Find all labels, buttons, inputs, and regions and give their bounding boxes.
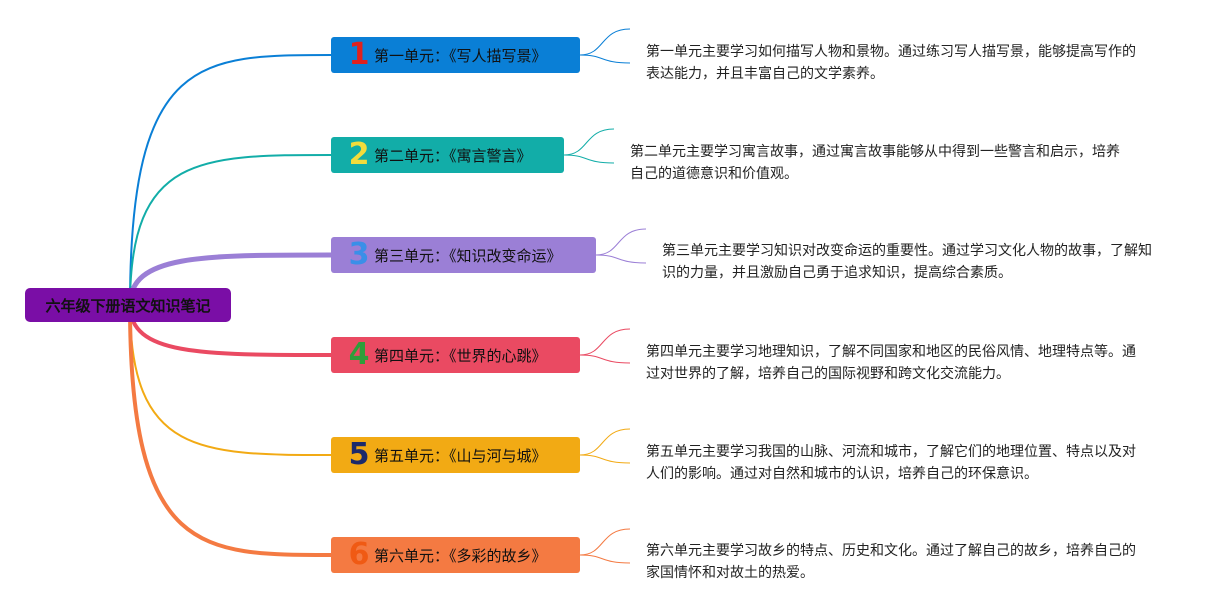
desc-line: 家国情怀和对故土的热爱。: [646, 565, 814, 581]
unit-3-description[interactable]: 第三单元主要学习知识对改变命运的重要性。通过学习文化人物的故事，了解知 识的力量…: [662, 240, 1152, 284]
unit-label: 第六单元：《多彩的故乡》: [374, 546, 547, 565]
branch-unit-6[interactable]: 6 第六单元：《多彩的故乡》: [331, 537, 580, 573]
desc-line: 第二单元主要学习寓言故事，通过寓言故事能够从中得到一些警言和启示，培养: [630, 144, 1120, 160]
description-connector: [579, 54, 631, 64]
unit-label: 第四单元：《世界的心跳》: [374, 346, 547, 365]
desc-line: 人们的影响。通过对自然和城市的认识，培养自己的环保意识。: [646, 466, 1038, 482]
unit-label: 第一单元：《写人描写景》: [374, 46, 547, 65]
unit-number: 4: [348, 337, 370, 372]
desc-line: 第三单元主要学习知识对改变命运的重要性。通过学习文化人物的故事，了解知: [662, 243, 1152, 259]
unit-6-description[interactable]: 第六单元主要学习故乡的特点、历史和文化。通过了解自己的故乡，培养自己的 家国情怀…: [646, 540, 1136, 584]
unit-1-description[interactable]: 第一单元主要学习如何描写人物和景物。通过练习写人描写景，能够提高写作的 表达能力…: [646, 41, 1136, 85]
description-connector: [579, 28, 631, 56]
description-connector: [563, 154, 615, 164]
desc-line: 第六单元主要学习故乡的特点、历史和文化。通过了解自己的故乡，培养自己的: [646, 543, 1136, 559]
unit-number: 6: [348, 537, 370, 572]
branch-connector: [129, 154, 332, 306]
branch-unit-2[interactable]: 2 第二单元：《寓言警言》: [331, 137, 564, 173]
desc-line: 自己的道德意识和价值观。: [630, 166, 798, 182]
desc-line: 第一单元主要学习如何描写人物和景物。通过练习写人描写景，能够提高写作的: [646, 44, 1136, 60]
unit-label: 第二单元：《寓言警言》: [374, 146, 532, 165]
description-connector: [563, 128, 615, 156]
description-connector: [579, 428, 631, 456]
desc-line: 第五单元主要学习我国的山脉、河流和城市，了解它们的地理位置、特点以及对: [646, 444, 1136, 460]
description-connector: [579, 528, 631, 556]
root-title: 六年级下册语文知识笔记: [45, 296, 211, 315]
unit-number: 3: [348, 237, 370, 272]
branch-connector: [128, 304, 332, 557]
description-connector: [595, 228, 647, 256]
desc-line: 表达能力，并且丰富自己的文学素养。: [646, 66, 884, 82]
branch-unit-1[interactable]: 1 第一单元：《写人描写景》: [331, 37, 580, 73]
unit-number: 1: [348, 37, 370, 72]
desc-line: 识的力量，并且激励自己勇于追求知识，提高综合素质。: [662, 265, 1012, 281]
unit-label: 第三单元：《知识改变命运》: [374, 246, 562, 265]
branch-unit-3[interactable]: 3 第三单元：《知识改变命运》: [331, 237, 596, 273]
unit-5-description[interactable]: 第五单元主要学习我国的山脉、河流和城市，了解它们的地理位置、特点以及对 人们的影…: [646, 441, 1136, 485]
description-connector: [579, 454, 631, 464]
unit-2-description[interactable]: 第二单元主要学习寓言故事，通过寓言故事能够从中得到一些警言和启示，培养 自己的道…: [630, 141, 1120, 185]
description-connector: [579, 354, 631, 364]
unit-number: 5: [348, 437, 370, 472]
unit-label: 第五单元：《山与河与城》: [374, 446, 547, 465]
branch-unit-4[interactable]: 4 第四单元：《世界的心跳》: [331, 337, 580, 373]
branch-connector: [129, 304, 332, 456]
description-connector: [579, 554, 631, 564]
desc-line: 第四单元主要学习地理知识，了解不同国家和地区的民俗风情、地理特点等。通: [646, 344, 1136, 360]
desc-line: 过对世界的了解，培养自己的国际视野和跨文化交流能力。: [646, 366, 1010, 382]
branch-connector: [129, 54, 332, 306]
unit-4-description[interactable]: 第四单元主要学习地理知识，了解不同国家和地区的民俗风情、地理特点等。通 过对世界…: [646, 341, 1136, 385]
root-node[interactable]: 六年级下册语文知识笔记: [25, 288, 231, 322]
description-connector: [595, 254, 647, 264]
branch-unit-5[interactable]: 5 第五单元：《山与河与城》: [331, 437, 580, 473]
description-connector: [579, 328, 631, 356]
unit-number: 2: [348, 137, 370, 172]
